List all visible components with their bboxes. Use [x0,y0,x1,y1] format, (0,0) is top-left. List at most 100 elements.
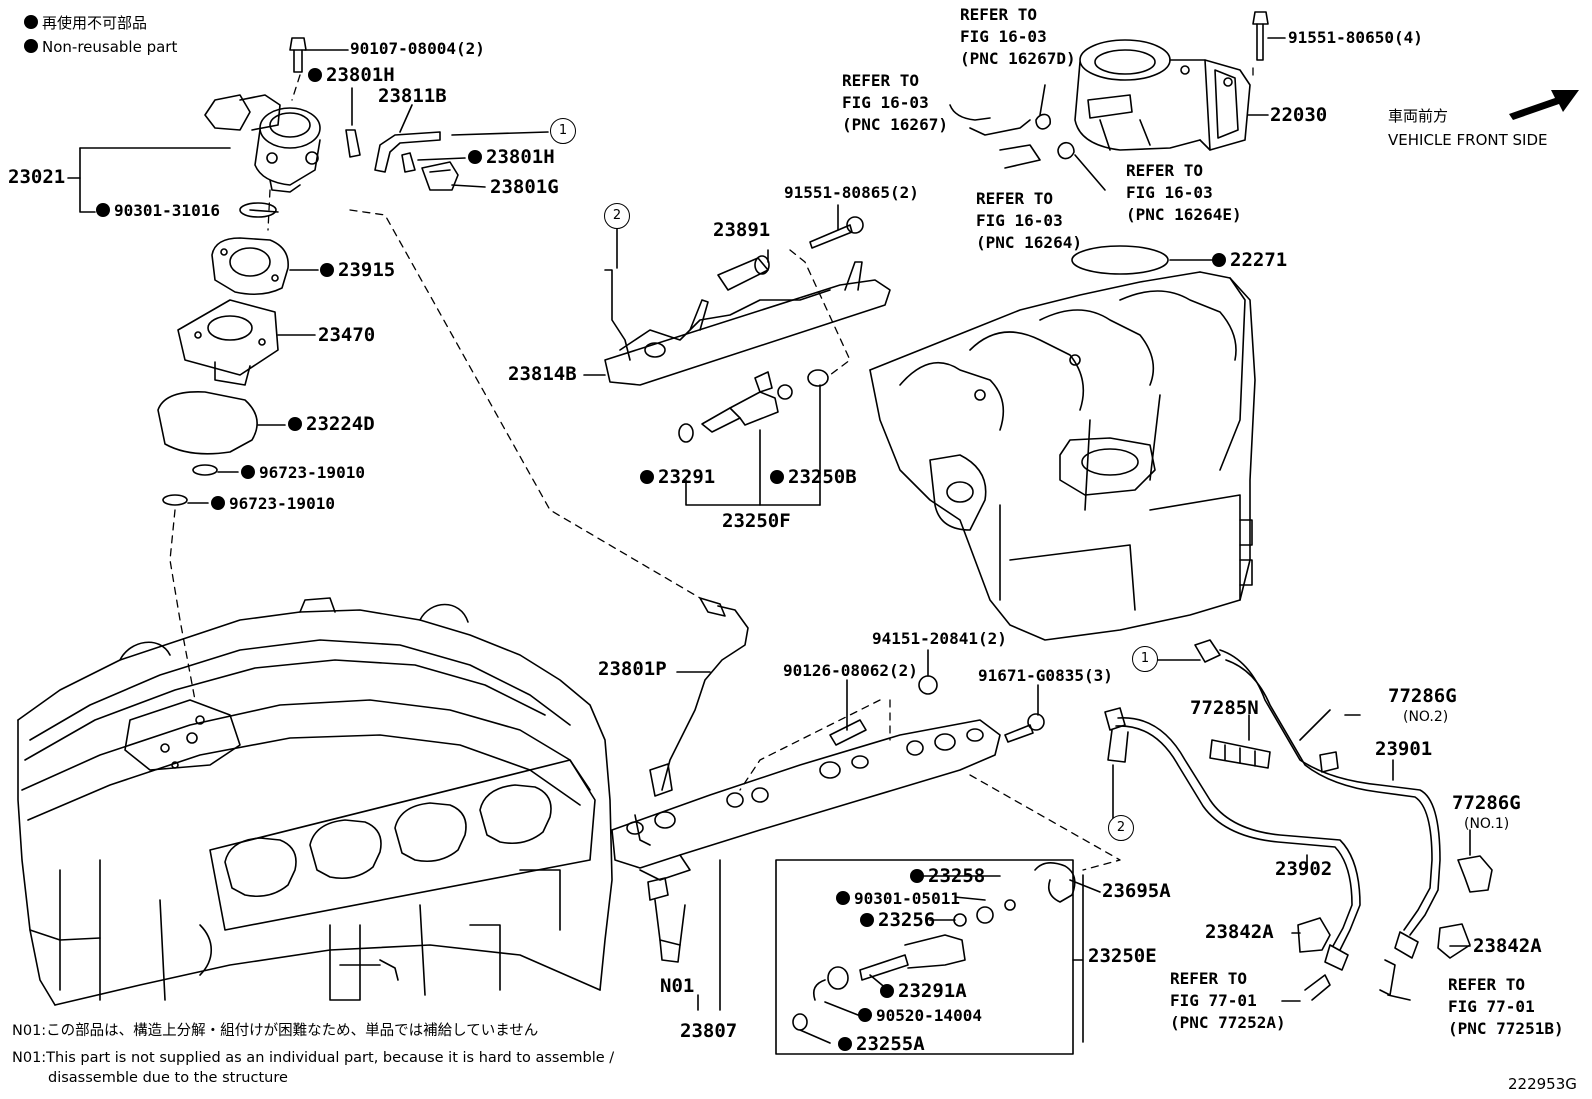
part-label[interactable]: 23801G [490,176,559,198]
part-label[interactable]: 23901 [1375,738,1433,760]
kit-box-23250E [775,859,1074,1055]
part-label[interactable]: 23915 [320,259,395,281]
union-bolt-23801G [421,161,459,191]
gasket-22271 [1071,245,1169,275]
non-reusable-icon [211,496,225,510]
non-reusable-icon [320,263,334,277]
non-reusable-icon [468,150,482,164]
part-label[interactable]: 23695A [1102,880,1171,902]
bolt-91551-80650 [1252,11,1269,61]
part-label[interactable]: 77286G [1388,685,1457,707]
reference-note[interactable]: REFER TO FIG 77-01 (PNC 77251B) [1448,975,1564,1038]
part-label[interactable]: 23811B [378,85,447,107]
reference-note[interactable]: REFER TO FIG 16-03 (PNC 16267D) [960,5,1076,68]
gasket-23915 [211,237,289,296]
bolt-91551-80865 [809,216,864,249]
part-label[interactable]: 94151-20841(2) [872,629,1007,648]
part-label[interactable]: 23258 [910,865,985,887]
part-label[interactable]: 23801H [308,64,395,86]
legend-en: Non-reusable part [24,37,177,57]
part-label[interactable]: 77285N [1190,697,1259,719]
part-label[interactable]: 23801H [468,146,555,168]
bullet-icon [24,15,38,29]
part-label[interactable]: 23291 [640,466,715,488]
connector-23842A-a [1297,917,1331,953]
pressure-sensor-N01 [647,877,686,963]
reference-note[interactable]: REFER TO FIG 16-03 (PNC 16264) [976,189,1082,252]
part-sublabel: (NO.1) [1464,816,1510,832]
legend-en-text: Non-reusable part [42,38,178,56]
clamp-77286G-b [1457,855,1493,893]
part-label[interactable]: 91551-80650(4) [1288,28,1423,47]
figure-id: 222953G [1508,1075,1577,1093]
injector-23250B [678,369,829,443]
part-label[interactable]: 90107-08004(2) [350,39,485,58]
throttle-body-illustration [1074,39,1251,151]
footnote-en-2: disassemble due to the structure [48,1070,288,1086]
connection-marker-2: 2 [604,203,630,229]
clamp-23695A [1034,862,1076,903]
non-reusable-icon [308,68,322,82]
clamp-77286G-a [1319,751,1339,773]
part-label[interactable]: 96723-19010 [241,463,365,482]
part-label[interactable]: 96723-19010 [211,494,335,513]
gasket-23224D [157,391,258,455]
oring-23801H-b [401,152,416,173]
part-label[interactable]: 23250E [1088,945,1157,967]
part-label[interactable]: 90301-05011 [836,889,960,908]
part-label[interactable]: 23291A [880,980,967,1002]
part-label[interactable]: 90126-08062(2) [783,661,918,680]
part-label[interactable]: 23256 [860,909,935,931]
part-label[interactable]: 91551-80865(2) [784,183,919,202]
reference-note[interactable]: REFER TO FIG 16-03 (PNC 16267) [842,71,948,134]
connection-marker-2: 2 [1108,815,1134,841]
non-reusable-icon [836,891,850,905]
bolt-90126 [829,719,867,746]
leader-lines [67,37,1471,1044]
legend-jp: 再使用不可部品 [24,13,147,33]
reference-note[interactable]: REFER TO FIG 16-03 (PNC 16264E) [1126,161,1242,224]
part-label[interactable]: 77286G [1452,792,1521,814]
part-label[interactable]: 23814B [508,363,577,385]
front-label-en: VEHICLE FRONT SIDE [1388,131,1548,149]
part-label[interactable]: 23250B [770,466,857,488]
footnote-en-1: N01:This part is not supplied as an indi… [12,1050,615,1066]
delivery-pipe-23807 [611,719,1001,881]
fuel-pump-illustration [204,94,321,193]
non-reusable-icon [241,465,255,479]
oring-96723-b [162,494,188,506]
part-sublabel: (NO.2) [1403,709,1449,725]
dashed-lines [169,67,1254,871]
hose-16267 [949,104,991,121]
part-label[interactable]: 91671-G0835(3) [978,666,1113,685]
intake-manifold-illustration [869,271,1256,641]
part-label[interactable]: 23842A [1205,921,1274,943]
part-label[interactable]: 23224D [288,413,375,435]
part-label[interactable]: N01 [660,975,695,997]
part-label[interactable]: 23250F [722,510,791,532]
part-label[interactable]: 22030 [1270,104,1328,126]
bolt-91671 [1004,713,1045,743]
legend-jp-text: 再使用不可部品 [42,14,148,32]
oring-96723-a [192,464,218,476]
part-label[interactable]: 23902 [1275,858,1333,880]
oring-90301-31016 [239,202,277,218]
non-reusable-icon [838,1037,852,1051]
connection-marker-1: 1 [1132,646,1158,672]
part-label[interactable]: 23021 [8,166,66,188]
part-label[interactable]: 90301-31016 [96,201,220,220]
part-label[interactable]: 23801P [598,658,667,680]
part-label[interactable]: 23807 [680,1020,738,1042]
part-label[interactable]: 23470 [318,324,376,346]
oring-23801H-a [345,129,361,158]
part-label[interactable]: 23842A [1473,935,1542,957]
part-label[interactable]: 23891 [713,219,771,241]
reference-note[interactable]: REFER TO FIG 77-01 (PNC 77252A) [1170,969,1286,1032]
non-reusable-icon [770,470,784,484]
cylinder-head-illustration [17,597,613,1006]
part-label[interactable]: 22271 [1212,249,1287,271]
part-label[interactable]: 23255A [838,1033,925,1055]
part-label[interactable]: 90520-14004 [858,1006,982,1025]
non-reusable-icon [640,470,654,484]
